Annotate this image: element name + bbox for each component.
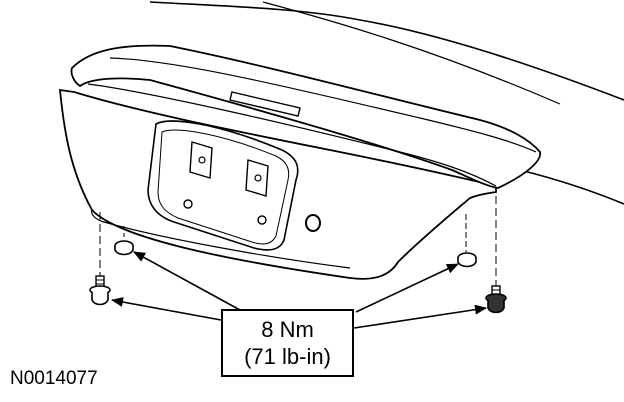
rear-window-outline: [149, 1, 624, 101]
plate-bolt-top-right: [254, 174, 262, 182]
plate-bolt-top-left: [198, 156, 206, 164]
bolt-left: [89, 275, 111, 306]
leader-arrow-nut-right: [355, 263, 459, 313]
quarter-panel-edge: [519, 169, 624, 205]
torque-callout: 8 Nm (71 lb-in): [221, 309, 354, 377]
leader-arrow-bolt-right: [353, 304, 487, 329]
bolt-right: [485, 285, 507, 314]
plate-bolt-bottom-left: [183, 199, 193, 209]
lock-cylinder: [305, 214, 321, 232]
nut-left: [114, 240, 134, 256]
rear-window-line: [262, 1, 561, 105]
leader-arrow-nut-left: [133, 251, 241, 311]
rear-spoiler: [70, 44, 541, 189]
license-plate-pocket-inner: [157, 129, 290, 245]
nut-right: [457, 252, 477, 268]
trunk-lid-lower-edge: [91, 209, 351, 269]
torque-lbin-label: (71 lb-in): [244, 344, 331, 369]
leader-arrow-bolt-left: [111, 297, 222, 321]
spoiler-top-line: [109, 57, 537, 153]
figure-id: N0014077: [10, 368, 98, 389]
plate-bolt-bottom-right: [257, 215, 267, 225]
brake-light: [229, 91, 301, 117]
spoiler-edge-line: [87, 83, 497, 187]
torque-nm-label: 8 Nm: [261, 317, 314, 342]
